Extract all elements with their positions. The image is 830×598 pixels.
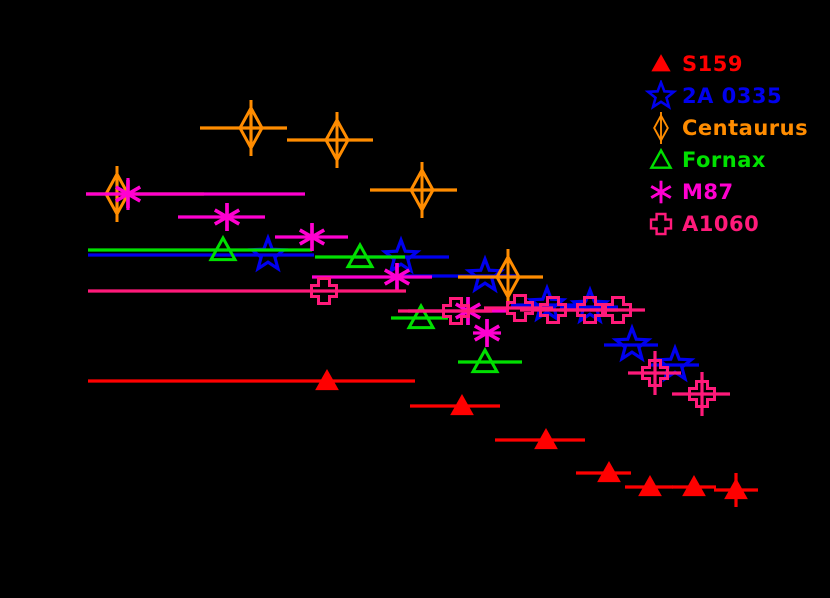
data-point	[391, 302, 448, 330]
legend-label: Fornax	[682, 147, 766, 172]
legend-label: Centaurus	[682, 115, 809, 140]
legend-label: A1060	[682, 211, 760, 236]
data-point	[628, 351, 681, 395]
open-star-icon	[640, 80, 682, 112]
data-point	[200, 100, 287, 156]
legend-item-fornax: Fornax	[640, 144, 830, 176]
data-point	[672, 372, 730, 416]
legend-label: M87	[682, 179, 734, 204]
legend-item-a1060: A1060	[640, 208, 830, 240]
open-diamond-icon	[640, 112, 682, 144]
data-point	[672, 474, 716, 497]
open-cross-icon	[640, 208, 682, 240]
legend-item-m87: M87	[640, 176, 830, 208]
data-point	[473, 319, 501, 347]
data-point	[398, 297, 492, 325]
series-m87	[86, 178, 506, 347]
data-point	[576, 460, 631, 483]
data-point	[88, 233, 314, 273]
data-point	[714, 473, 758, 507]
data-point	[88, 277, 406, 305]
data-point	[275, 223, 348, 251]
legend-item-2a-0335: 2A 0335	[640, 80, 830, 112]
data-point	[312, 263, 432, 291]
data-point	[86, 178, 305, 210]
data-point	[88, 234, 312, 262]
data-point	[315, 241, 405, 269]
filled-triangle-icon	[640, 48, 682, 80]
data-point	[178, 203, 265, 231]
legend-item-s159: S159	[640, 48, 830, 80]
data-point	[495, 427, 585, 450]
data-point	[370, 162, 457, 218]
series-2a-0335	[88, 233, 699, 383]
data-point	[560, 285, 618, 325]
open-triangle-icon	[640, 144, 682, 176]
series-fornax	[88, 234, 522, 374]
data-series-layer	[86, 100, 758, 507]
legend-item-centaurus: Centaurus	[640, 112, 830, 144]
data-point	[410, 393, 500, 416]
data-point	[458, 249, 543, 305]
asterisk-icon	[640, 176, 682, 208]
legend-label: S159	[682, 51, 743, 76]
series-s159	[88, 368, 758, 507]
data-point	[88, 368, 415, 391]
data-point	[590, 296, 645, 324]
data-point	[287, 112, 373, 168]
data-point	[458, 346, 522, 374]
series-a1060	[88, 277, 730, 416]
data-point	[625, 474, 673, 497]
legend-label: 2A 0335	[682, 83, 783, 108]
data-point	[604, 323, 658, 363]
